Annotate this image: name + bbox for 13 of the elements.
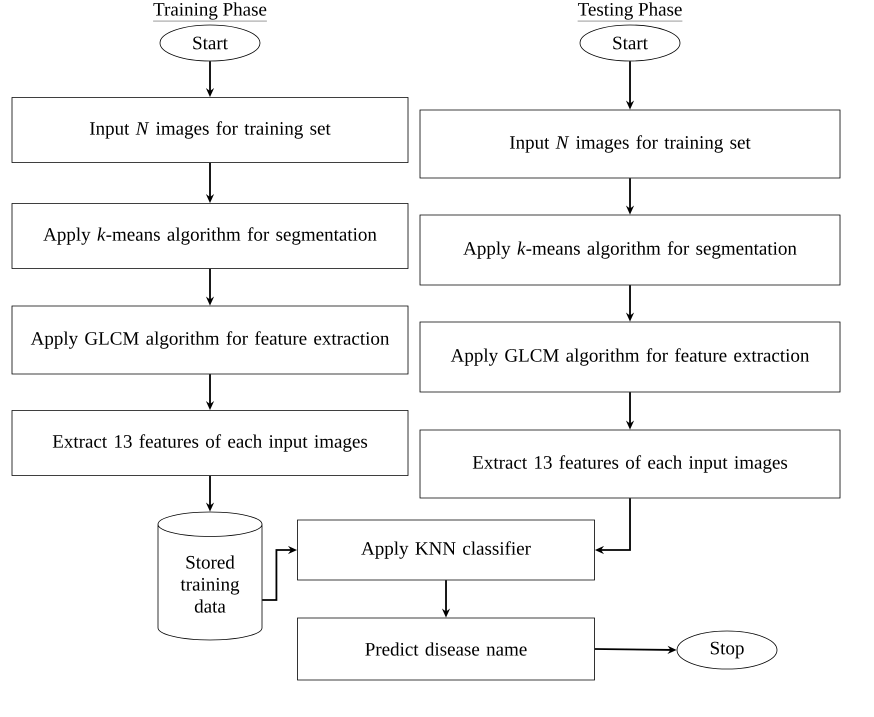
process-box: Apply k-means algorithm for segmentation: [420, 214, 840, 286]
process-box: Input N images for training set: [12, 97, 408, 163]
process-box: Extract 13 features of each input images: [12, 410, 408, 476]
process-box: Input N images for training set: [420, 110, 840, 178]
phase-heading: Testing Phase: [577, 2, 683, 22]
process-box: Apply k-means algorithm for segmentation: [12, 203, 408, 269]
database-cylinder: Stored training data: [158, 512, 262, 640]
process-box: Extract 13 features of each input images: [420, 430, 840, 498]
process-box: Apply GLCM algorithm for feature extraction: [12, 306, 408, 374]
phase-heading: Training Phase: [152, 2, 268, 22]
process-box: Apply GLCM algorithm for feature extraction: [420, 322, 840, 392]
process-box: Apply KNN classifier: [297, 520, 595, 580]
process-box: Predict disease name: [297, 618, 595, 680]
